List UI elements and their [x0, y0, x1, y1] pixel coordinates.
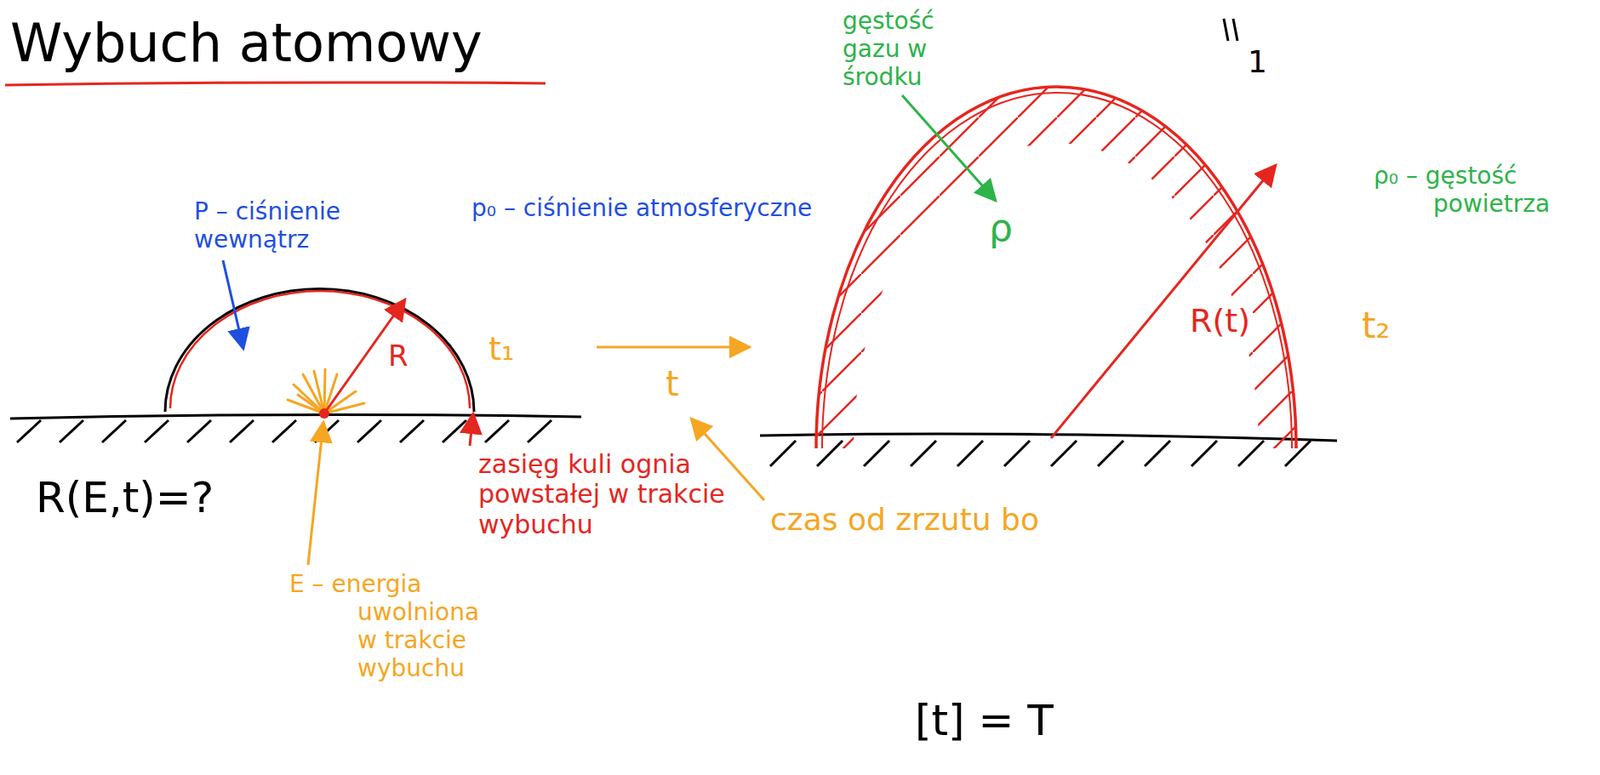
- radius-symbol: R(t): [1187, 302, 1253, 341]
- time-symbol: t₂: [1361, 304, 1390, 348]
- equals-mark: [1233, 18, 1238, 41]
- explosion-burst: [287, 369, 365, 414]
- dimension-formula: [t] = T: [914, 696, 1054, 747]
- blast-dome: [822, 92, 1292, 449]
- blast-dome: [816, 86, 1297, 449]
- ground-left: [10, 414, 582, 443]
- title-underline: [5, 82, 546, 86]
- time-symbol: t₁: [488, 330, 515, 369]
- equals-mark: [1223, 18, 1229, 41]
- range-note: zasięg kuli ognia powstałej w trakcie wy…: [478, 449, 760, 540]
- question-formula: R(E,t)=?: [35, 473, 214, 524]
- density-note: gęstość gazu w środku: [842, 6, 996, 92]
- energy-leader: [308, 422, 324, 566]
- time-note: czas od zrzutu bo: [770, 502, 1040, 538]
- density-note: ρ₀ – gęstość powietrza: [1373, 161, 1595, 218]
- density-leader: [902, 95, 996, 201]
- note-number: 1: [1247, 44, 1268, 80]
- time-symbol: t: [665, 364, 680, 405]
- energy-note: E – energia uwolniona w trakcie wybuchu: [289, 570, 503, 683]
- shell-hatching: [816, 86, 1297, 449]
- radius-symbol: R: [388, 338, 409, 373]
- pressure-note: P – ciśnienie wewnątrz: [194, 197, 399, 254]
- radius-arrow: [1051, 165, 1276, 439]
- pressure-leader: [222, 260, 244, 349]
- range-leader: [469, 413, 474, 446]
- time-arrow: [596, 346, 750, 349]
- pressure-note: p₀ – ciśnienie atmosferyczne: [471, 194, 846, 223]
- density-symbol: ρ: [988, 205, 1013, 251]
- page-title: Wybuch atomowy: [10, 11, 483, 75]
